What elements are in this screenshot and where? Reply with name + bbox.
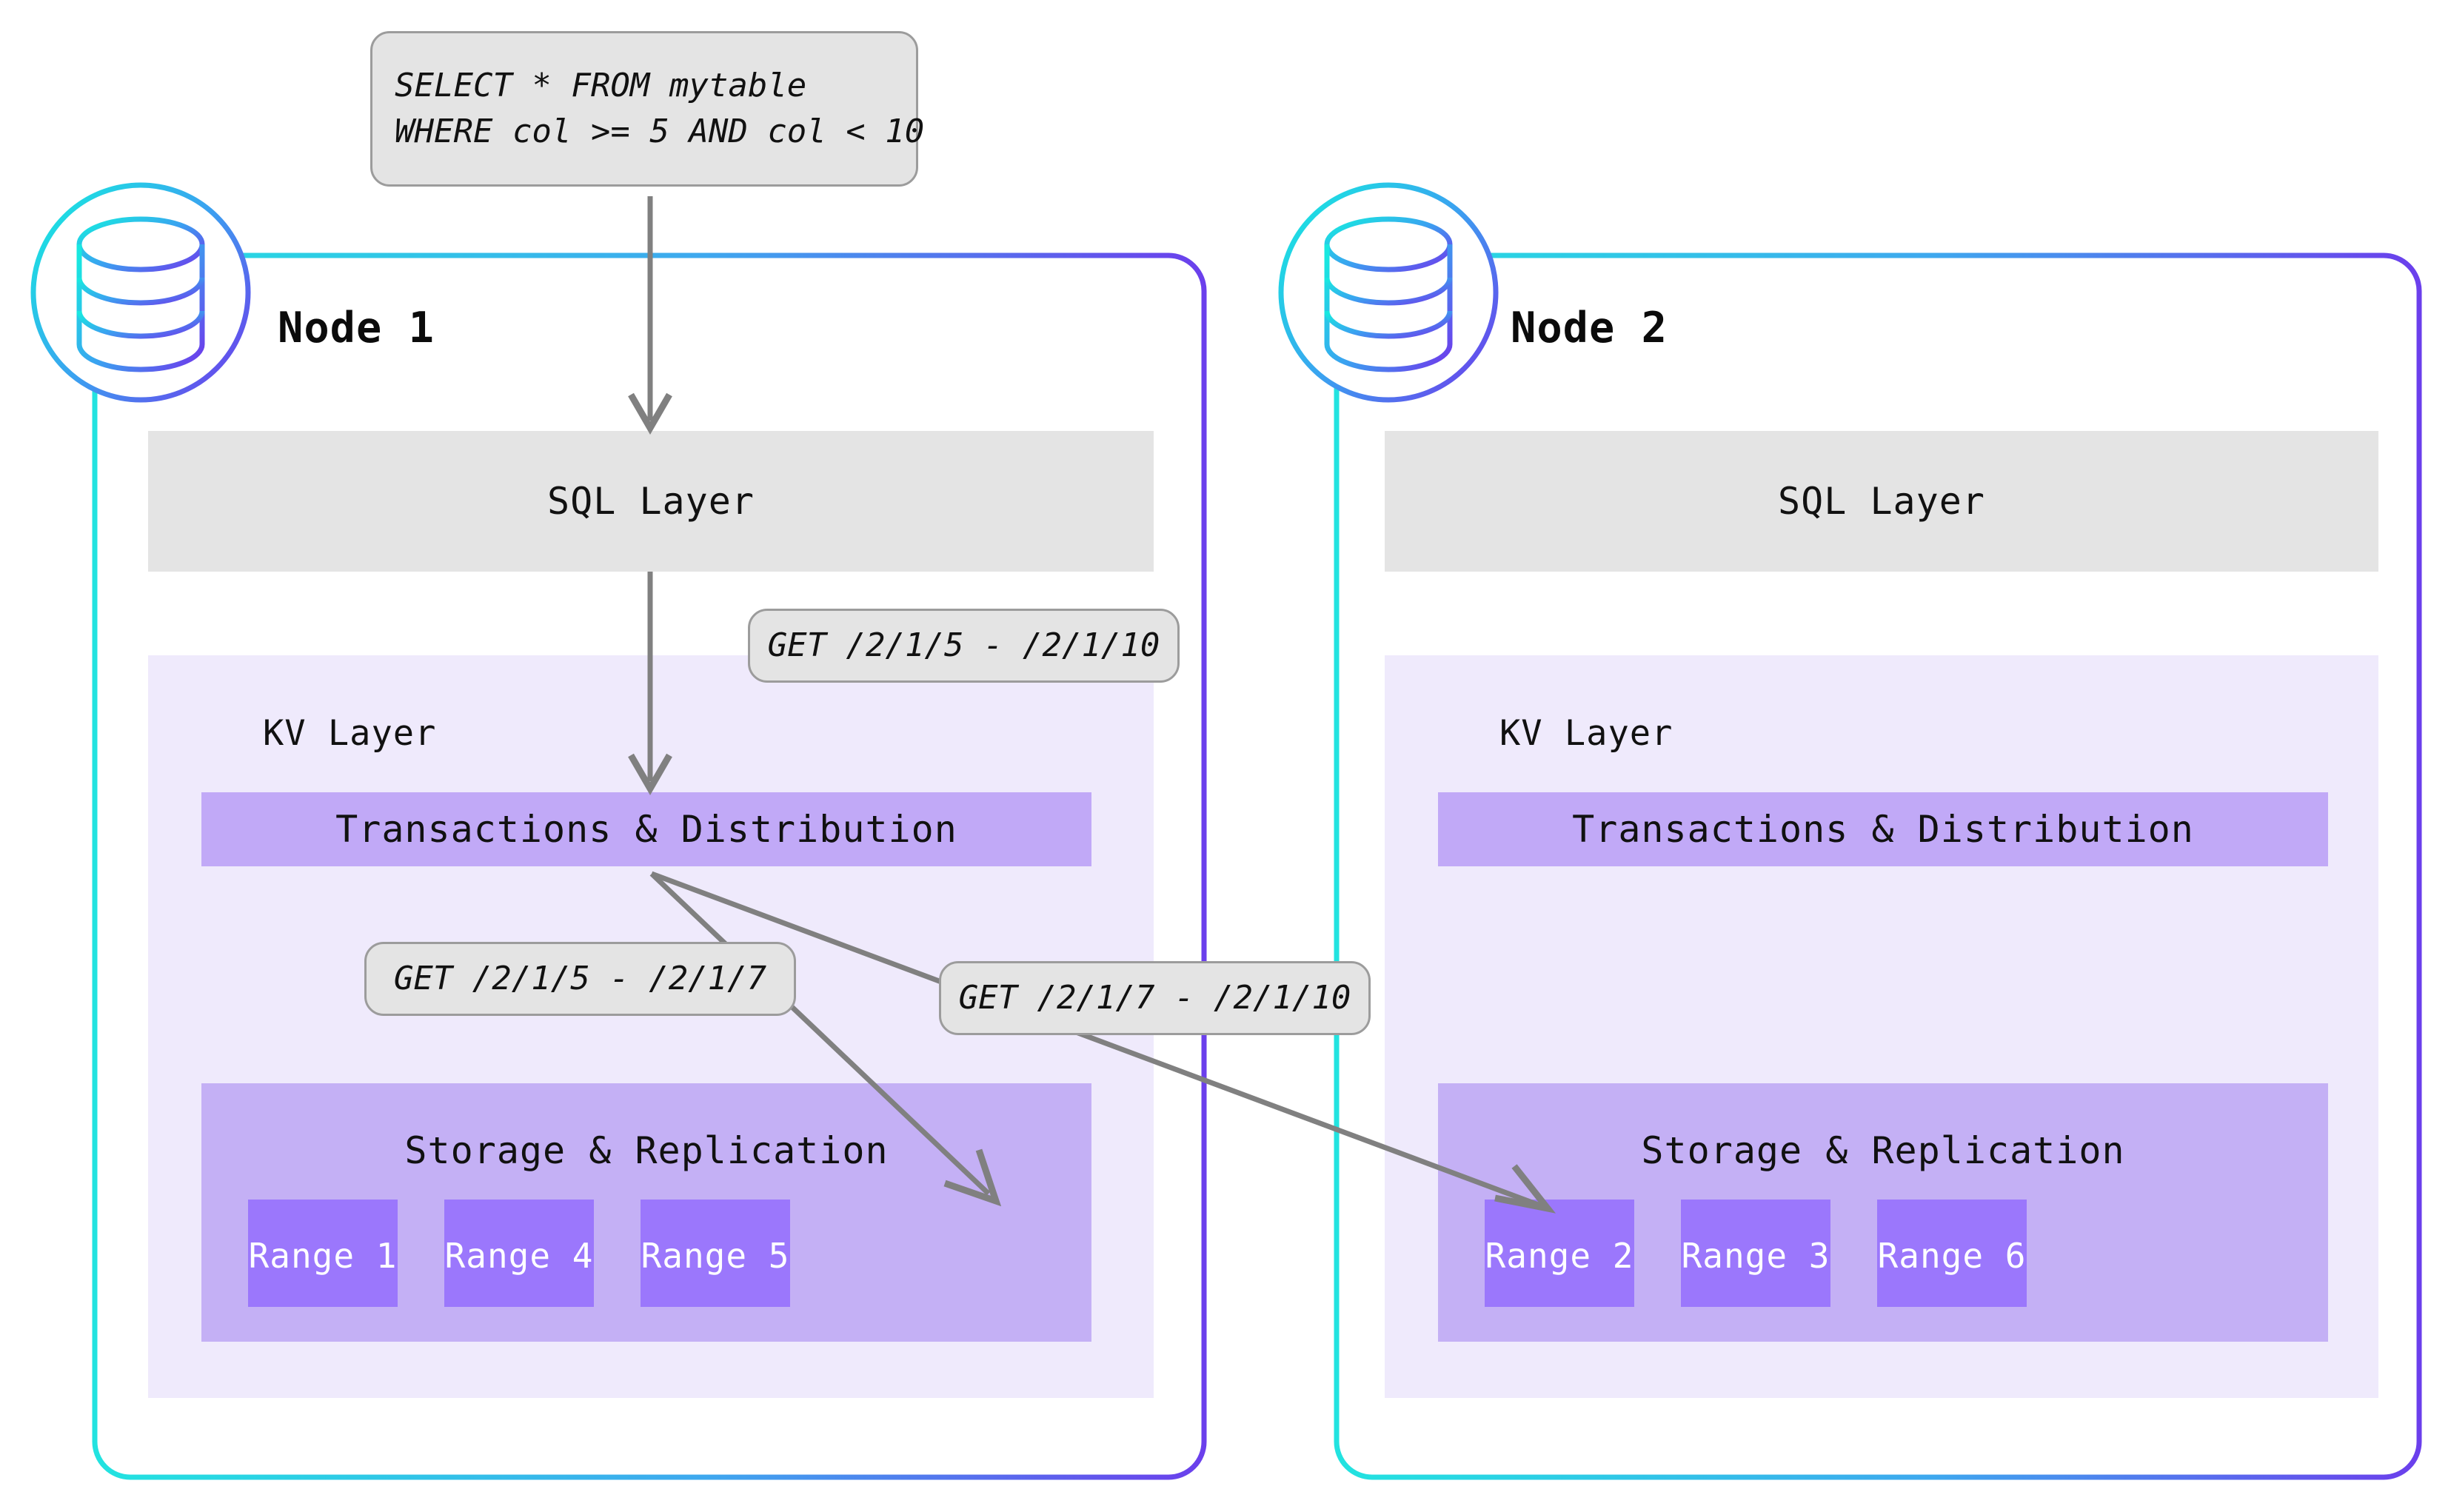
node-1-kv-layer-label: KV Layer: [263, 713, 437, 754]
get-left-range-note: GET /2/1/5 - /2/1/7: [364, 942, 796, 1016]
node-2-storage-panel: Storage & Replication Range 2 Range 3 Ra…: [1438, 1083, 2328, 1342]
get-right-range-label: GET /2/1/7 - /2/1/10: [958, 978, 1351, 1017]
node-2-database-icon: [1278, 182, 1499, 403]
node-2-transactions-label: Transactions & Distribution: [1572, 808, 2194, 851]
node-1-sql-layer: SQL Layer: [148, 431, 1154, 572]
node-2-storage-label: Storage & Replication: [1641, 1129, 2125, 1172]
node-1-range-box[interactable]: Range 4: [444, 1200, 594, 1307]
node-1-transactions-bar: Transactions & Distribution: [201, 792, 1091, 866]
sql-query-line-2: WHERE col >= 5 AND col < 10: [395, 113, 925, 150]
node-1-storage-panel: Storage & Replication Range 1 Range 4 Ra…: [201, 1083, 1091, 1342]
range-label: Range 5: [641, 1236, 790, 1276]
get-left-range-label: GET /2/1/5 - /2/1/7: [393, 959, 767, 997]
node-1-range-box[interactable]: Range 5: [641, 1200, 790, 1307]
range-label: Range 1: [248, 1236, 398, 1276]
range-label: Range 6: [1877, 1236, 2027, 1276]
node-2-sql-layer: SQL Layer: [1385, 431, 2378, 572]
node-2-range-box[interactable]: Range 6: [1877, 1200, 2027, 1307]
node-1-title: Node 1: [278, 304, 435, 352]
get-full-range-label: GET /2/1/5 - /2/1/10: [767, 626, 1160, 664]
node-1-sql-layer-label: SQL Layer: [547, 480, 755, 523]
node-2-kv-layer-label: KV Layer: [1499, 713, 1673, 754]
node-2-range-box[interactable]: Range 2: [1485, 1200, 1634, 1307]
range-label: Range 2: [1485, 1236, 1634, 1276]
node-1-storage-label: Storage & Replication: [404, 1129, 889, 1172]
node-2-title: Node 2: [1511, 304, 1668, 352]
node-2-transactions-bar: Transactions & Distribution: [1438, 792, 2328, 866]
node-2-range-row: Range 2 Range 3 Range 6: [1485, 1200, 2027, 1307]
arrow-query-to-sql-layer-head: [628, 392, 672, 435]
node-1-range-box[interactable]: Range 1: [248, 1200, 398, 1307]
node-1-transactions-label: Transactions & Distribution: [335, 808, 957, 851]
sql-query-line-1: SELECT * FROM mytable: [395, 66, 807, 104]
get-right-range-note: GET /2/1/7 - /2/1/10: [939, 961, 1371, 1035]
range-label: Range 4: [444, 1236, 594, 1276]
node-2-range-box[interactable]: Range 3: [1681, 1200, 1830, 1307]
range-label: Range 3: [1681, 1236, 1830, 1276]
node-1-database-icon: [30, 182, 251, 403]
node-1-range-row: Range 1 Range 4 Range 5: [248, 1200, 790, 1307]
get-full-range-note: GET /2/1/5 - /2/1/10: [748, 609, 1180, 683]
sql-query-note: SELECT * FROM mytable WHERE col >= 5 AND…: [370, 31, 924, 187]
node-2-sql-layer-label: SQL Layer: [1778, 480, 1985, 523]
node-2-kv-layer: KV Layer Transactions & Distribution Sto…: [1385, 655, 2378, 1398]
